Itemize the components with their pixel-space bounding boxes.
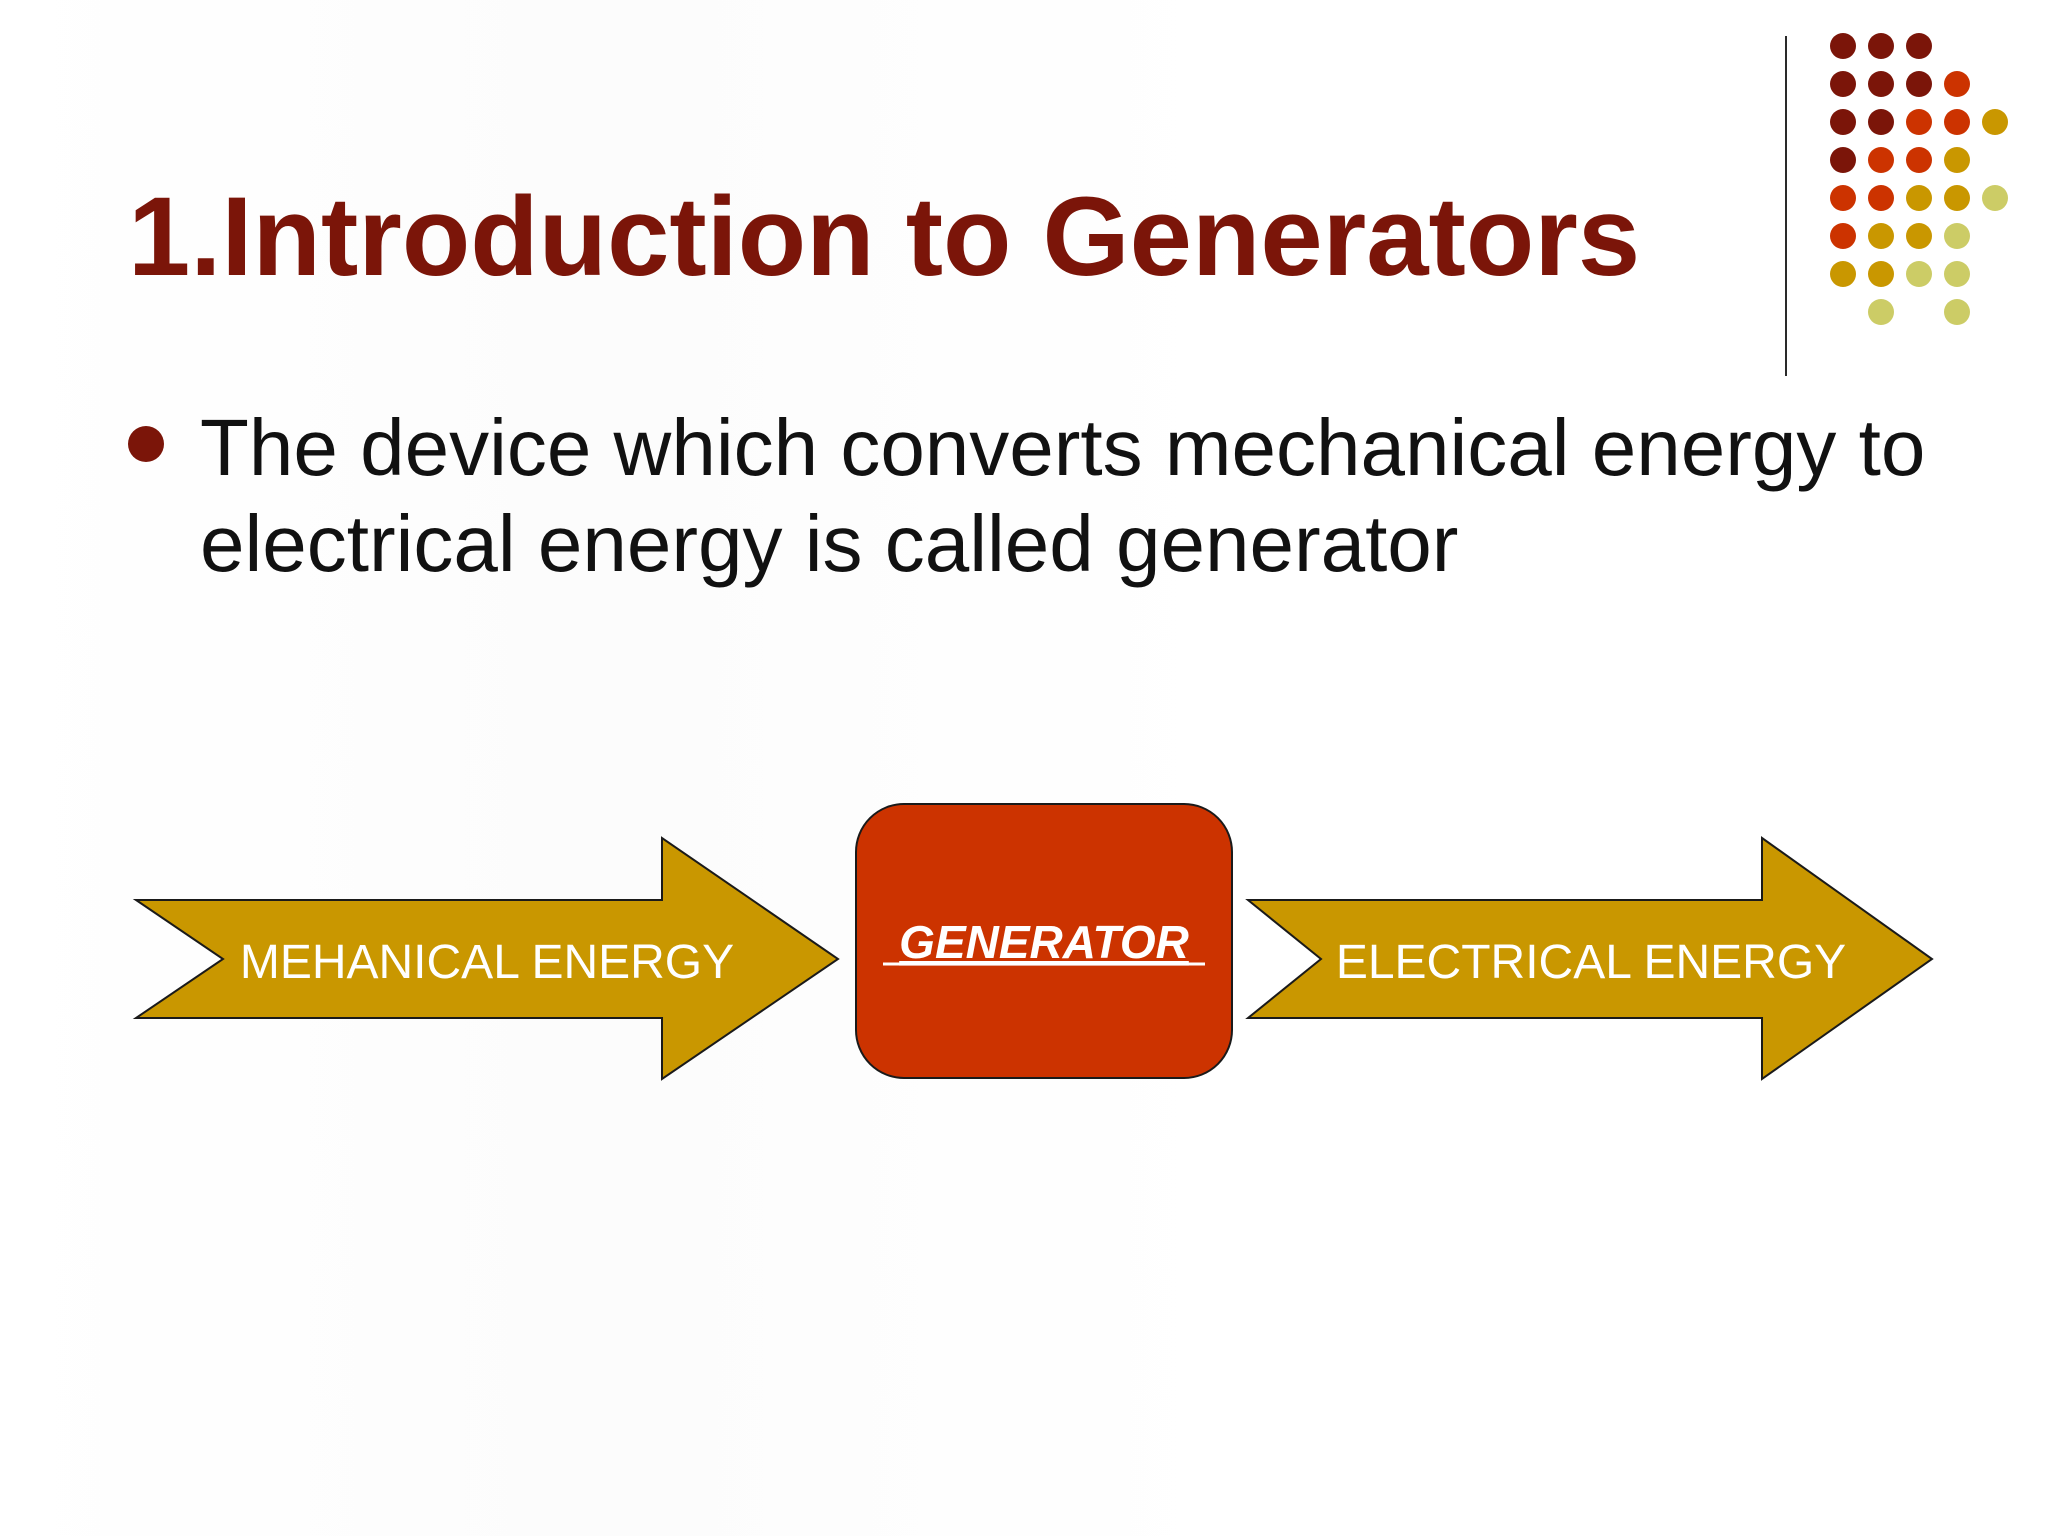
generator-label: GENERATOR (899, 916, 1189, 968)
decor-dot (1830, 71, 1856, 97)
decor-dot (1906, 185, 1932, 211)
decor-dot (1830, 223, 1856, 249)
decor-dot (1944, 71, 1970, 97)
decor-dot (1906, 223, 1932, 249)
decor-dot (1906, 147, 1932, 173)
decor-dot (1830, 33, 1856, 59)
decor-dot (1906, 109, 1932, 135)
decor-dot (1944, 261, 1970, 287)
decor-dot (1868, 109, 1894, 135)
input-arrow-label: MEHANICAL ENERGY (240, 936, 734, 989)
decor-dot (1830, 109, 1856, 135)
output-arrow-label: ELECTRICAL ENERGY (1336, 936, 1846, 989)
decorative-dot-grid (1830, 33, 2008, 325)
decor-dot (1868, 147, 1894, 173)
decor-dot (1944, 299, 1970, 325)
decor-dot (1982, 185, 2008, 211)
input-arrow-shape (132, 836, 840, 1081)
decor-dot (1830, 147, 1856, 173)
decor-dot (1868, 185, 1894, 211)
decor-dot (1944, 109, 1970, 135)
decor-dot (1830, 185, 1856, 211)
output-arrow-shape (1245, 836, 1934, 1081)
decor-dot (1982, 109, 2008, 135)
decor-dot (1944, 147, 1970, 173)
decor-dot (1868, 261, 1894, 287)
decor-dot (1830, 261, 1856, 287)
bullet-text: The device which converts mechanical ene… (200, 403, 1926, 588)
decor-dot (1944, 223, 1970, 249)
decor-dot (1906, 33, 1932, 59)
decor-dot (1868, 223, 1894, 249)
decor-dot (1906, 261, 1932, 287)
decor-dot (1906, 71, 1932, 97)
decor-dot (1868, 71, 1894, 97)
generator-box (855, 803, 1233, 1079)
vertical-divider (1785, 36, 1787, 376)
bullet-dot-icon (128, 426, 164, 462)
decor-dot (1944, 185, 1970, 211)
slide-title: 1.Introduction to Generators (128, 174, 1641, 299)
decor-dot (1868, 33, 1894, 59)
decor-dot (1868, 299, 1894, 325)
